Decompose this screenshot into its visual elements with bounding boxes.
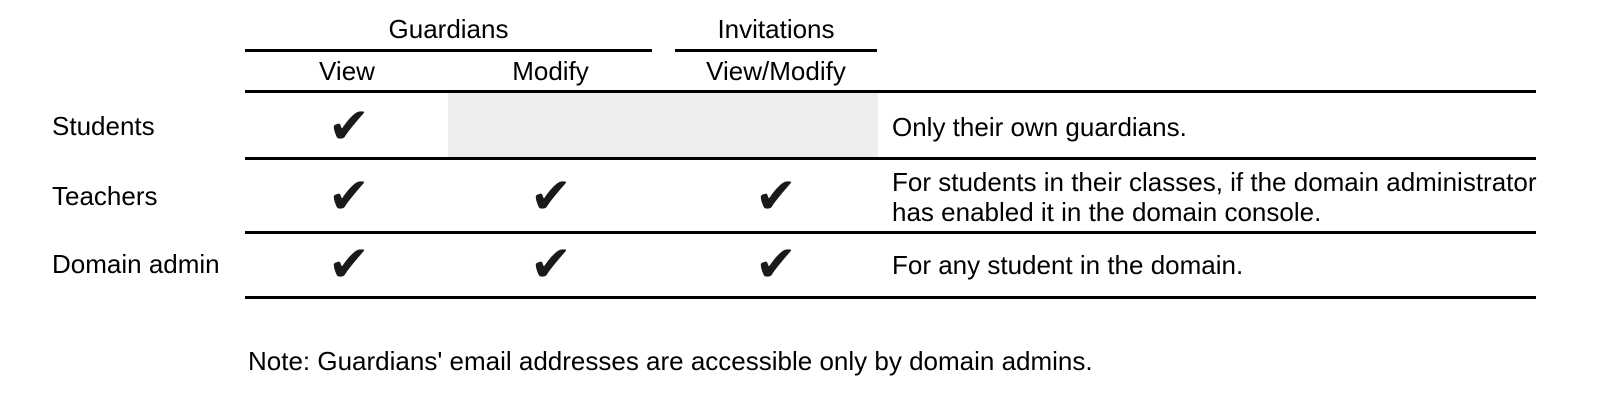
- note-students: Only their own guardians.: [892, 112, 1187, 142]
- note-teachers: For students in their classes, if the do…: [892, 167, 1537, 227]
- check-icon: ✔: [530, 167, 572, 225]
- check-icon: ✔: [530, 235, 572, 293]
- footnote: Note: Guardians' email addresses are acc…: [248, 346, 1093, 376]
- bottom-border-line: [245, 296, 1536, 299]
- check-icon: ✔: [328, 167, 370, 225]
- column-header-view-modify: View/Modify: [706, 56, 846, 86]
- column-header-view: View: [319, 56, 375, 86]
- note-domain-admin: For any student in the domain.: [892, 250, 1244, 280]
- column-group-invitations-label: Invitations: [717, 14, 835, 44]
- check-icon: ✔: [755, 167, 797, 225]
- row-label-teachers: Teachers: [52, 181, 158, 211]
- guardians-underline: [245, 49, 652, 52]
- check-icon: ✔: [755, 235, 797, 293]
- row-separator-line-2: [245, 231, 1536, 234]
- check-icon: ✔: [328, 235, 370, 293]
- check-icon: ✔: [328, 97, 370, 155]
- header-separator-line: [245, 90, 1536, 93]
- invitations-underline: [675, 49, 877, 52]
- column-group-guardians-label: Guardians: [388, 14, 509, 44]
- row-label-students: Students: [52, 111, 155, 141]
- row-label-domain-admin: Domain admin: [52, 249, 220, 279]
- row-separator-line-1: [245, 157, 1536, 160]
- column-header-modify: Modify: [512, 56, 589, 86]
- shaded-cell-students-no-access: [448, 93, 878, 157]
